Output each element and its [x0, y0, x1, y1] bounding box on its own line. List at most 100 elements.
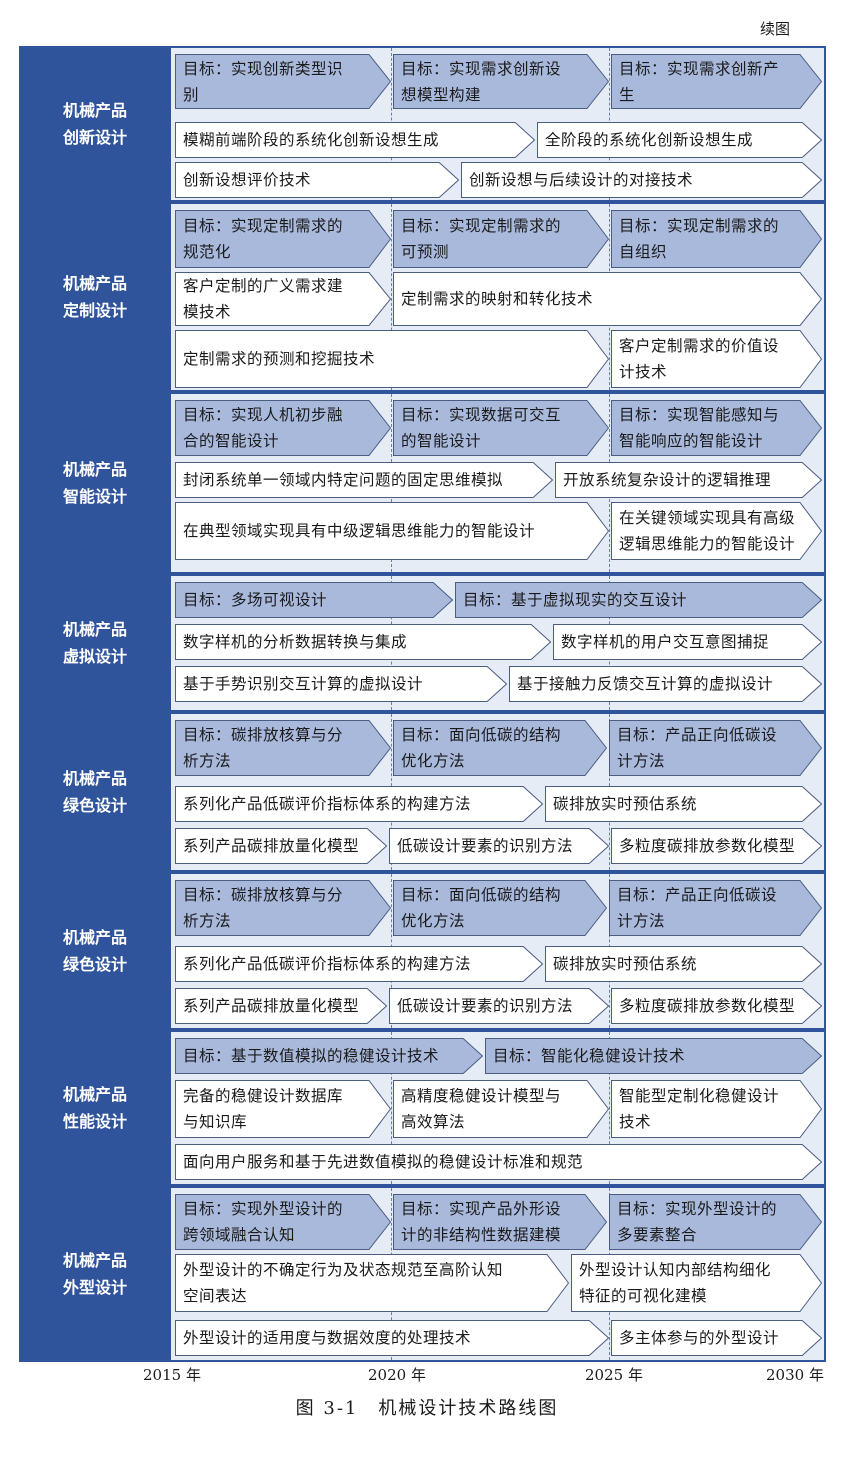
row-label: 机械产品 性能设计 [19, 1030, 171, 1186]
arrow-shape [393, 400, 609, 456]
technology-arrow: 碳排放实时预估系统 [545, 946, 822, 982]
arrow-text: 封闭系统单一领域内特定问题的固定思维模拟 [183, 471, 504, 489]
arrow-text: 目标：实现外型设计的 多要素整合 [617, 1200, 778, 1244]
arrow-text: 外型设计的不确定行为及状态规范至高阶认知 空间表达 [183, 1261, 504, 1305]
arrow-text: 目标：碳排放核算与分 析方法 [183, 726, 344, 770]
roadmap-row: 机械产品 创新设计目标：实现创新类型识 别目标：实现需求创新设 想模型构建目标：… [19, 46, 826, 202]
arrow-shape [175, 946, 543, 982]
arrow-shape [175, 720, 391, 776]
technology-arrow: 多粒度碳排放参数化模型 [611, 988, 822, 1024]
row-label-text: 机械产品 绿色设计 [62, 928, 127, 974]
arrow-text: 目标：产品正向低碳设 计方法 [617, 886, 778, 930]
arrow-text: 系列化产品低碳评价指标体系的构建方法 [183, 955, 472, 973]
arrow-text: 客户定制的广义需求建 模技术 [183, 277, 344, 321]
arrow-shape [611, 1320, 822, 1356]
roadmap-row: 机械产品 绿色设计 目标：碳排放核算与分 析方法 目标：面向低碳的结构 优化方法 目标… [19, 872, 826, 1030]
arrow-shape [393, 720, 607, 776]
arrow-text: 完备的稳健设计数据库 与知识库 [183, 1087, 344, 1131]
arrow-shape [455, 582, 822, 618]
arrow-text: 目标：实现智能感知与 智能响应的智能设计 [619, 406, 780, 450]
row-label: 机械产品 虚拟设计 [19, 574, 171, 712]
year-label: 2025 年 [585, 1366, 643, 1384]
technology-arrow: 外型设计认知内部结构细化 特征的可视化建模 [571, 1254, 822, 1312]
goal-arrow: 目标：实现外型设计的 跨领域融合认知 [175, 1194, 391, 1250]
arrow-shape [509, 666, 822, 702]
arrow-text: 目标：实现创新类型识 别 [183, 59, 344, 104]
arrow-text: 目标：基于数值模拟的稳健设计技术 [183, 1047, 440, 1065]
goal-arrow: 目标：碳排放核算与分 析方法 [175, 880, 391, 936]
row-label: 机械产品 智能设计 [19, 392, 171, 574]
technology-arrow: 外型设计的不确定行为及状态规范至高阶认知 空间表达 [175, 1254, 569, 1312]
row-panel: 目标：实现人机初步融 合的智能设计目标：实现数据可交互 的智能设计目标：实现智能… [171, 394, 824, 572]
arrow-shape [175, 786, 543, 822]
technology-arrow: 开放系统复杂设计的逻辑推理 [555, 462, 822, 498]
period-divider [609, 1032, 610, 1184]
arrow-text: 目标：碳排放核算与分 析方法 [183, 886, 344, 930]
arrow-text: 目标：面向低碳的结构 优化方法 [401, 726, 562, 770]
arrow-text: 目标：多场可视设计 [183, 591, 328, 609]
technology-arrow: 定制需求的映射和转化技术 [393, 272, 822, 326]
arrow-shape [175, 1254, 569, 1312]
technology-arrow: 系列化产品低碳评价指标体系的构建方法 [175, 946, 543, 982]
technology-arrow: 多主体参与的外型设计 [611, 1320, 822, 1356]
arrow-text: 高精度稳健设计模型与 高效算法 [401, 1087, 562, 1131]
arrow-text: 目标：智能化稳健设计技术 [493, 1047, 686, 1065]
row-label: 机械产品 外型设计 [19, 1186, 171, 1362]
arrow-text: 碳排放实时预估系统 [553, 955, 698, 973]
year-label: 2020 年 [368, 1366, 426, 1384]
goal-arrow: 目标：面向低碳的结构 优化方法 [393, 720, 607, 776]
arrow-text: 碳排放实时预估系统 [553, 795, 698, 813]
goal-arrow: 目标：碳排放核算与分 析方法 [175, 720, 391, 776]
roadmap-row: 机械产品 性能设计目标：基于数值模拟的稳健设计技术 目标：智能化稳健设计技术完备的… [19, 1030, 826, 1186]
arrow-text: 目标：面向低碳的结构 优化方法 [401, 886, 562, 930]
arrow-text: 在关键领域实现具有高级 逻辑思维能力的智能设计 [619, 509, 796, 553]
row-label-text: 机械产品 虚拟设计 [62, 620, 127, 666]
roadmap-row: 机械产品 定制设计目标：实现定制需求的 规范化目标：实现定制需求的 可预测目标：… [19, 202, 826, 392]
arrow-shape [393, 1080, 609, 1138]
row-panel: 目标：实现定制需求的 规范化目标：实现定制需求的 可预测目标：实现定制需求的 自… [171, 204, 824, 390]
technology-arrow: 面向用户服务和基于先进数值模拟的稳健设计标准和规范 [175, 1144, 822, 1180]
arrow-text: 基于手势识别交互计算的虚拟设计 [183, 675, 424, 693]
arrow-shape [175, 502, 609, 560]
goal-arrow: 目标：实现创新类型识 别 [175, 54, 391, 109]
arrow-text: 目标：实现定制需求的 可预测 [401, 217, 562, 261]
technology-arrow: 封闭系统单一领域内特定问题的固定思维模拟 [175, 462, 553, 498]
goal-arrow: 目标：基于虚拟现实的交互设计 [455, 582, 822, 618]
arrow-text: 目标：基于虚拟现实的交互设计 [463, 591, 688, 609]
arrow-shape [611, 54, 822, 109]
arrow-shape [611, 828, 822, 864]
arrow-shape [571, 1254, 822, 1312]
arrow-shape [175, 122, 535, 158]
row-label-text: 机械产品 绿色设计 [62, 769, 127, 815]
row-label-text: 机械产品 智能设计 [62, 460, 127, 506]
arrow-shape [461, 162, 822, 198]
goal-arrow: 目标：实现需求创新产 生 [611, 54, 822, 109]
arrow-text: 目标：实现数据可交互 的智能设计 [401, 406, 562, 450]
technology-arrow: 全阶段的系统化创新设想生成 [537, 122, 822, 158]
period-divider [391, 204, 392, 390]
technology-arrow: 在关键领域实现具有高级 逻辑思维能力的智能设计 [611, 502, 822, 560]
arrow-text: 外型设计认知内部结构细化 特征的可视化建模 [579, 1261, 772, 1305]
technology-arrow: 创新设想评价技术 [175, 162, 459, 198]
technology-arrow: 基于手势识别交互计算的虚拟设计 [175, 666, 507, 702]
arrow-text: 数字样机的用户交互意图捕捉 [561, 633, 770, 651]
arrow-text: 多主体参与的外型设计 [619, 1329, 780, 1347]
arrow-text: 系列产品碳排放量化模型 [183, 997, 360, 1015]
roadmap-row: 机械产品 智能设计目标：实现人机初步融 合的智能设计目标：实现数据可交互 的智能… [19, 392, 826, 574]
year-label: 2015 年 [143, 1366, 201, 1384]
row-panel: 目标：实现创新类型识 别目标：实现需求创新设 想模型构建目标：实现需求创新产 生… [171, 48, 824, 200]
row-panel: 目标：碳排放核算与分 析方法目标：面向低碳的结构 优化方法目标：产品正向低碳设 … [171, 714, 824, 870]
arrow-text: 多粒度碳排放参数化模型 [619, 837, 796, 855]
arrow-shape [175, 624, 551, 660]
roadmap-row: 机械产品 绿色设计目标：碳排放核算与分 析方法目标：面向低碳的结构 优化方法目标… [19, 712, 826, 872]
technology-arrow: 系列产品碳排放量化模型 [175, 988, 387, 1024]
technology-arrow: 数字样机的用户交互意图捕捉 [553, 624, 822, 660]
arrow-shape [175, 210, 391, 268]
goal-arrow: 目标：实现定制需求的 可预测 [393, 210, 609, 268]
arrow-text: 开放系统复杂设计的逻辑推理 [563, 471, 772, 489]
arrow-text: 目标：实现外型设计的 跨领域融合认知 [183, 1200, 344, 1244]
arrow-shape [609, 1194, 822, 1250]
arrow-shape [175, 462, 553, 498]
technology-arrow: 定制需求的预测和挖掘技术 [175, 330, 609, 388]
goal-arrow: 目标：实现产品外形设 计的非结构性数据建模 [393, 1194, 607, 1250]
